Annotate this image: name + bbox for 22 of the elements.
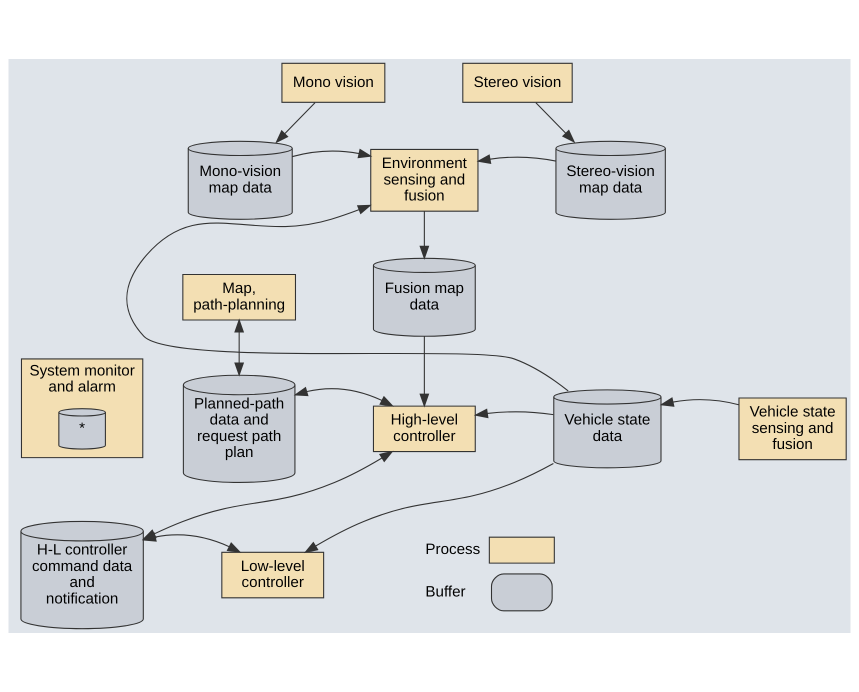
arrow xyxy=(536,102,576,144)
legend-label: Buffer xyxy=(425,583,466,600)
legend-label: Process xyxy=(425,541,480,558)
node-box: Vehicle state sensing and fusion xyxy=(738,397,847,460)
arrow xyxy=(476,154,556,164)
node-box: Mono vision xyxy=(281,62,386,103)
node-box: Environment sensing and fusion xyxy=(370,148,478,212)
arrow xyxy=(660,397,739,407)
arrow xyxy=(292,148,372,158)
arrow xyxy=(419,211,430,260)
arrow xyxy=(419,336,430,408)
node-box: Stereo vision xyxy=(462,62,573,103)
arrow xyxy=(142,532,242,553)
arrow xyxy=(234,318,244,377)
arrow xyxy=(275,102,316,144)
node-box: Map, path-planning xyxy=(182,274,296,321)
arrow xyxy=(304,463,554,554)
node-box: High-level controller xyxy=(372,406,476,452)
node-box: Low-level controller xyxy=(221,552,324,598)
arrow xyxy=(474,408,554,418)
arrow xyxy=(126,204,569,392)
arrow xyxy=(294,386,394,407)
